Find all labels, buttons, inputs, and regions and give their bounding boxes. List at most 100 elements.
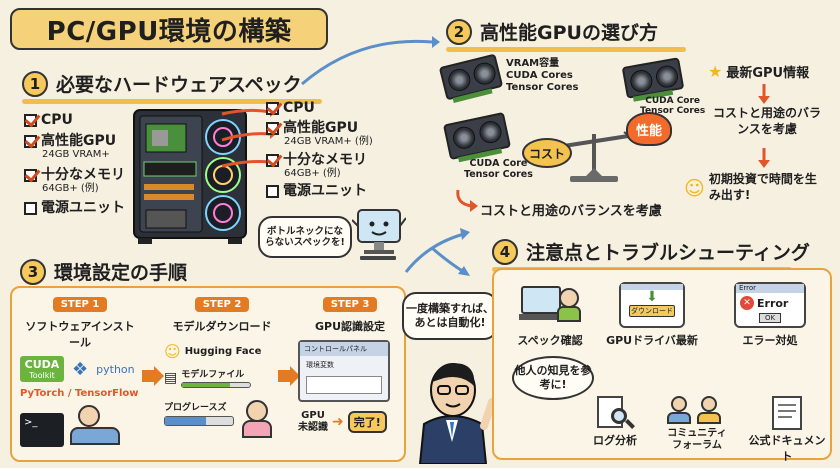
frameworks-text: PyTorch / TensorFlow	[20, 388, 139, 399]
section2-heading: 高性能GPUの選び方	[480, 22, 658, 44]
balance-arrow	[456, 189, 478, 212]
left-spec-gpu-note: 24GB VRAM+	[42, 149, 110, 161]
gpu1-label-tensor: Tensor Cores	[506, 82, 579, 93]
log-analysis-label: ログ分析	[593, 434, 637, 447]
left-spec-gpu: 高性能GPU	[24, 133, 136, 149]
gpu1-labels: VRAM容量 CUDA Cores Tensor Cores	[506, 58, 579, 94]
error-window-title: Error	[736, 284, 804, 293]
gpu1-label-cuda: CUDA Cores	[506, 70, 573, 81]
gpu2-labels: CUDA Core Tensor Cores	[464, 158, 533, 181]
error-window: Error ✕ Error OK	[734, 282, 806, 328]
step3-title: GPU認識設定	[314, 320, 386, 333]
section4-heading: 注意点とトラブルシューティング	[526, 242, 810, 264]
checkbox-checked-icon	[266, 102, 279, 115]
step1-title: ソフトウェアインストール	[25, 320, 135, 349]
person-laptop-icon	[70, 405, 124, 447]
robot-monitor-icon	[351, 206, 407, 262]
performance-label: 性能	[635, 123, 662, 139]
gpu-card-2	[442, 111, 512, 163]
right-spec-gpu: 高性能GPU	[266, 120, 384, 136]
checkbox-empty-icon	[266, 185, 279, 199]
left-spec-psu-label: 電源ユニット	[41, 200, 125, 217]
gpu2-label-tensor: Tensor Cores	[464, 169, 533, 181]
checkbox-checked-icon	[24, 114, 37, 127]
gpu1-label-vram: VRAM容量	[506, 58, 560, 69]
section1-header: 1 必要なハードウェアスペック	[22, 70, 322, 104]
knowledge-speech-bubble: 他人の知見を参考に!	[512, 356, 594, 400]
official-docs-item: 公式ドキュメント	[744, 396, 830, 464]
woman-phone-icon	[242, 400, 274, 438]
progress-label: プログレースズ	[164, 403, 227, 413]
gpu-fan-icon	[654, 63, 680, 90]
done-badge: 完了!	[347, 410, 387, 433]
community-forum-item: コミュニティフォーラム	[656, 392, 738, 452]
checkbox-checked-icon	[24, 135, 37, 149]
gpu-card-3	[621, 57, 685, 102]
right-spec-psu: 電源ユニット	[266, 183, 384, 199]
error-handling-item: Error ✕ Error OK エラー対処	[722, 282, 818, 348]
step1: STEP 1 ソフトウェアインストール CUDA Toolkit ❖ pytho…	[20, 292, 140, 447]
community-forum-label: コミュニティフォーラム	[667, 428, 727, 451]
robot-speech-bubble: ボトルネックにならないスペックを!	[258, 216, 352, 258]
step-arrow-icon	[142, 366, 164, 386]
left-spec-memory: 十分なメモリ	[24, 167, 136, 183]
error-text: Error	[757, 296, 789, 310]
magnifier-document-icon	[595, 396, 635, 430]
gpu-fan-icon	[451, 124, 478, 151]
step3-tag: STEP 3	[322, 297, 378, 312]
right-spec-memory-label: 十分なメモリ	[283, 151, 367, 168]
gpu-fan-icon	[477, 119, 504, 146]
gpu3-label-tensor: Tensor Cores	[640, 106, 706, 117]
python-logo-icon: ❖	[72, 358, 89, 380]
section4-number: 4	[492, 238, 518, 265]
gpu2-label-cuda: CUDA Core	[469, 158, 528, 169]
section2-number: 2	[446, 18, 472, 45]
left-spec-psu: 電源ユニット	[24, 200, 136, 216]
document-icon	[772, 396, 802, 430]
section3-number: 3	[20, 258, 46, 285]
right-spec-cpu-label: CPU	[283, 100, 315, 116]
download-arrow-icon: ⬇	[646, 289, 658, 305]
page-title-text: PC/GPU環境の構築	[46, 16, 292, 47]
cuda-logo-text: CUDA	[24, 358, 60, 371]
section2-underline	[446, 47, 686, 52]
cuda-toolkit-text: Toolkit	[29, 371, 55, 380]
left-spec-memory-note: 64GB+ (例)	[42, 182, 99, 194]
invest-note: ☺ 初期投資で時間を生み出す!	[684, 172, 828, 203]
python-logo-text: python	[96, 362, 135, 376]
right-spec-list: CPU 高性能GPU 24GB VRAM+ (例) 十分なメモリ 64GB+ (…	[266, 100, 384, 199]
spec-check-item: スペック確認	[508, 282, 592, 348]
checkbox-empty-icon	[24, 202, 37, 216]
gpu-fan-icon	[628, 68, 655, 94]
pc-tower-illustration	[130, 106, 256, 246]
cost-label: コスト	[528, 146, 565, 161]
gpu3-labels: CUDA Core Tensor Cores	[640, 96, 705, 117]
left-spec-cpu-label: CPU	[41, 112, 73, 128]
page-title: PC/GPU環境の構築	[10, 8, 328, 50]
guide-speech-text: 一度構築すれば、あとは自動化!	[406, 301, 494, 329]
driver-download-window: ⬇ ダウンロード	[619, 282, 685, 328]
down-arrow-icon	[758, 148, 770, 168]
section1-underline	[22, 99, 322, 104]
checkbox-checked-icon	[24, 168, 37, 182]
gpu-card-1	[438, 53, 504, 103]
terminal-icon: >_	[20, 413, 64, 447]
community-people-icon	[667, 392, 727, 426]
error-ok-button: OK	[759, 313, 781, 323]
section1-number: 1	[22, 70, 48, 97]
guide-speech-bubble: 一度構築すれば、あとは自動化!	[402, 292, 498, 340]
right-spec-gpu-label: 高性能GPU	[283, 120, 359, 137]
left-spec-cpu: CPU	[24, 112, 136, 128]
latest-gpu-info-label: 最新GPU情報	[726, 66, 810, 81]
down-arrow-icon	[758, 84, 770, 104]
right-spec-memory-note: 64GB+ (例)	[284, 167, 341, 179]
right-spec-psu-label: 電源ユニット	[283, 183, 367, 200]
env-var-label: 環境変数	[306, 361, 334, 369]
arrow-right-icon: ➜	[332, 413, 344, 430]
balance-caption: コストと用途のバランスを考慮	[480, 204, 662, 219]
control-panel-window: コントロールパネル 環境変数	[298, 340, 390, 402]
file-progress-fill	[182, 383, 230, 387]
hugging-face-text: Hugging Face	[184, 346, 262, 357]
download-button: ダウンロード	[629, 305, 675, 318]
latest-gpu-info: ★ 最新GPU情報	[708, 62, 809, 81]
